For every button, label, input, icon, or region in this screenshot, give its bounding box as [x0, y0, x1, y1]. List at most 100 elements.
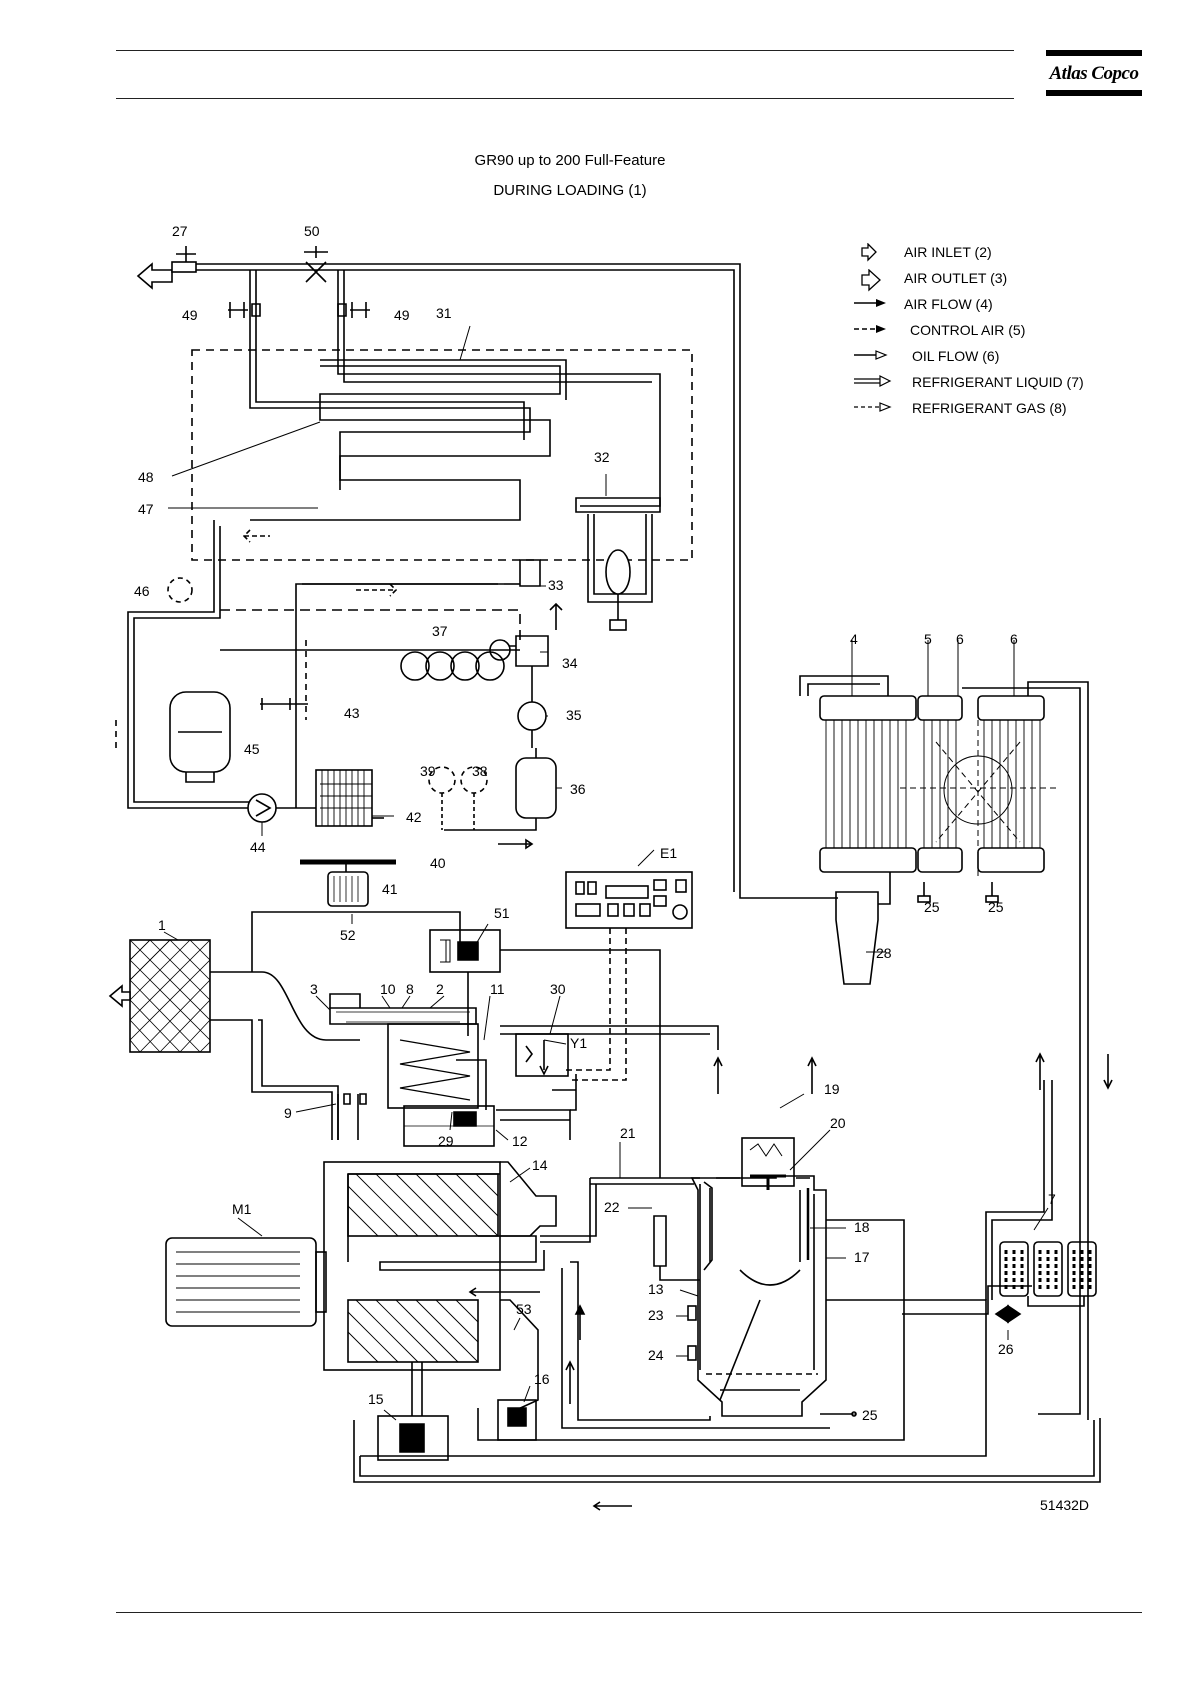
air-outlet-pipe: [180, 263, 838, 899]
callout-16: 16: [534, 1371, 550, 1387]
air-outlet-icon: [861, 269, 881, 292]
callout-27: 27: [172, 223, 188, 239]
callout-M1: M1: [232, 1201, 252, 1217]
callout-47: 47: [138, 501, 154, 517]
compressor-element: [323, 1161, 501, 1371]
callout-37: 37: [432, 623, 448, 639]
refrigerant-line-left: [127, 520, 250, 809]
callout-E1: E1: [660, 845, 677, 861]
callout-12: 12: [512, 1133, 528, 1149]
callout-40: 40: [430, 855, 446, 871]
heat-exchanger-31: [191, 349, 693, 561]
callout-22: 22: [604, 1199, 620, 1215]
logo-text: Atlas Copco: [1049, 63, 1139, 84]
callout-8: 8: [406, 981, 414, 997]
air-outlet-arrow: [136, 262, 173, 290]
loading-valve-51: [429, 929, 501, 973]
valve-43: [260, 698, 308, 710]
callout-53: 53: [516, 1301, 532, 1317]
callout-26: 26: [998, 1341, 1014, 1357]
callout-52: 52: [340, 927, 356, 943]
callout-43: 43: [344, 705, 360, 721]
oil-cooler-7: [999, 1241, 1097, 1297]
fan-motor-41: [327, 871, 369, 907]
sight-glass-35: [517, 701, 547, 731]
logo-bar-bottom: [1046, 90, 1142, 96]
control-line-52: [251, 911, 461, 972]
air-inlet-icon: [861, 243, 877, 262]
callout-31: 31: [436, 305, 452, 321]
callout-25a: 25: [924, 899, 940, 915]
callout-49a: 49: [182, 307, 198, 323]
callout-17: 17: [854, 1249, 870, 1265]
oil-separator-vessel: [690, 1175, 827, 1417]
valve-49-right: [337, 302, 370, 318]
callout-41: 41: [382, 881, 398, 897]
callout-11: 11: [490, 981, 505, 997]
callout-32: 32: [594, 449, 610, 465]
callout-5: 5: [924, 631, 932, 647]
callout-21: 21: [620, 1125, 636, 1141]
diagram-subtitle: DURING LOADING (1): [493, 182, 647, 199]
oil-flow-icon: [854, 350, 888, 360]
callout-24: 24: [648, 1347, 664, 1363]
coolers-4-5-6: [819, 695, 1060, 880]
air-inlet-arrow: [108, 984, 131, 1008]
callout-13: 13: [648, 1281, 664, 1297]
header-rule-bottom: [116, 98, 1014, 99]
valve-49-left: [228, 302, 261, 318]
callout-51: 51: [494, 905, 510, 921]
callout-20: 20: [830, 1115, 846, 1131]
callout-25b: 25: [988, 899, 1004, 915]
drive-motor-M1: [165, 1237, 327, 1327]
bypass-valve-26: [994, 1304, 1022, 1324]
callout-46: 46: [134, 583, 150, 599]
callout-9: 9: [284, 1105, 292, 1121]
control-line-30: [500, 1025, 719, 1050]
filter-drier-36: [515, 757, 557, 819]
air-flow-icon: [854, 299, 886, 307]
callout-2: 2: [436, 981, 444, 997]
callout-3: 3: [310, 981, 318, 997]
valve-33: [519, 559, 541, 587]
condenser-42: [315, 769, 373, 827]
legend-label: AIR FLOW (4): [904, 296, 993, 312]
oil-stop-valve-15: [377, 1415, 449, 1461]
drain-24: [687, 1345, 697, 1361]
legend-label: OIL FLOW (6): [912, 348, 1000, 364]
callout-28: 28: [876, 945, 892, 961]
refrigerant-compressor-44: [247, 793, 277, 823]
oil-line-21: [540, 1177, 700, 1243]
callout-15: 15: [368, 1391, 384, 1407]
control-air-icon: [854, 325, 886, 333]
callout-45: 45: [244, 741, 260, 757]
callout-36: 36: [570, 781, 586, 797]
legend-label: REFRIGERANT GAS (8): [912, 400, 1067, 416]
temp-sensor-23: [687, 1305, 697, 1321]
pressure-switch-46: [167, 577, 193, 603]
callout-38: 38: [472, 763, 488, 779]
callout-35: 35: [566, 707, 582, 723]
callout-14: 14: [532, 1157, 548, 1173]
callout-39: 39: [420, 763, 436, 779]
water-separator-28: [835, 891, 879, 985]
valve-9: [337, 1094, 359, 1140]
callout-4: 4: [850, 631, 858, 647]
legend-label: AIR OUTLET (3): [904, 270, 1008, 286]
callout-25c: 25: [862, 1407, 878, 1423]
separator-32: [575, 497, 661, 513]
refrigerant-liquid-icon: [854, 375, 892, 387]
controller-E1: [565, 871, 693, 929]
valve-50: [304, 246, 328, 258]
callout-34: 34: [562, 655, 578, 671]
level-sensor-22: [653, 1215, 667, 1267]
capillary-coil-37: [400, 651, 505, 681]
thermostatic-valve-16: [497, 1399, 537, 1441]
callout-48: 48: [138, 469, 154, 485]
callout-29: 29: [438, 1133, 454, 1149]
legend-label: CONTROL AIR (5): [910, 322, 1026, 338]
outlet-14: [500, 1161, 557, 1237]
callout-6a: 6: [956, 631, 964, 647]
callout-18: 18: [854, 1219, 870, 1235]
callout-49b: 49: [394, 307, 410, 323]
